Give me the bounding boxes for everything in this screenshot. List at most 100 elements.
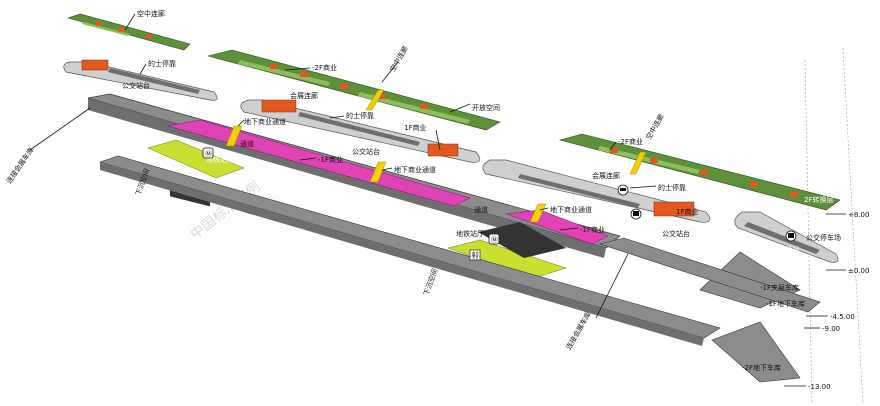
- label-bus-stop: 公交站台: [122, 81, 150, 90]
- bus-icon: [630, 208, 642, 220]
- svg-text:👫: 👫: [471, 251, 480, 260]
- leader: [629, 185, 657, 189]
- label-1f-transfer: 1F转换层: [770, 245, 799, 254]
- red-building: [261, 99, 297, 113]
- metro-block-east: [478, 222, 566, 258]
- label-metro-hall: 地铁站厅: [206, 155, 234, 164]
- label-passage: 通道: [240, 139, 254, 148]
- red-building: [340, 84, 348, 89]
- red-building: [700, 170, 708, 175]
- transfer-pad-east: [482, 159, 711, 223]
- label-1f-commerce: 1F商业: [404, 123, 426, 132]
- red-building: [118, 28, 124, 32]
- label-open-space: 开放空间: [472, 103, 500, 112]
- leader: [139, 63, 147, 75]
- label-2f-commerce: -2F商业: [312, 63, 337, 72]
- red-building: [750, 182, 758, 187]
- elevation-label: -4.5.00: [830, 313, 855, 321]
- green-roof-east-accent: [598, 146, 700, 174]
- red-building: [378, 94, 386, 99]
- red-building: [650, 158, 658, 163]
- red-building: [300, 72, 308, 77]
- elevation-label: ±0.00: [848, 267, 869, 275]
- bus-icon: [785, 230, 797, 242]
- elevation-label: -9.00: [822, 325, 840, 333]
- leader: [381, 167, 393, 171]
- label-sunken-space: 下沉空间: [421, 267, 439, 296]
- label-b1-parking-2: -1F地下车库: [766, 299, 805, 308]
- garage-level: [98, 155, 821, 383]
- label-2f-transfer: 2F转换层: [804, 195, 833, 204]
- red-building: [653, 201, 695, 217]
- garage-link-arrow: [595, 253, 629, 319]
- restroom-icon: 👫: [469, 249, 481, 261]
- red-building: [96, 22, 102, 26]
- label-taxi: 的士停靠: [346, 111, 374, 120]
- garage-b2: [598, 237, 821, 313]
- transfer-pad-west: [63, 61, 218, 101]
- label-b1-commerce: -1F商业: [580, 225, 605, 234]
- label-underground-commerce: 地下商业通道: [244, 117, 286, 126]
- elevation-label: +8.00: [848, 211, 869, 219]
- label-1f-commerce: 1F商业: [676, 207, 698, 216]
- metro-icon: Ⓜ: [202, 147, 214, 159]
- metro-icon: Ⓜ: [488, 233, 500, 245]
- leader: [124, 13, 136, 31]
- green-roof-strip-accent: [82, 22, 130, 36]
- garage-link-arrow: [29, 107, 91, 151]
- red-building: [610, 148, 618, 153]
- reference-line: [842, 47, 864, 405]
- leader: [539, 207, 549, 211]
- red-building: [420, 104, 428, 109]
- label-exhibition-corridor: 会展连廊: [290, 91, 318, 100]
- label-b1-commerce: -1F商业: [318, 155, 343, 164]
- red-building: [790, 192, 798, 197]
- garage-b1-side: [100, 162, 704, 346]
- yellow-connector: [529, 203, 547, 223]
- sky-corridor-bridge: [629, 151, 647, 175]
- yellow-connector: [225, 125, 243, 147]
- label-bus-stop: 公交站台: [662, 229, 690, 238]
- label-sky-corridor: 空中连廊: [137, 9, 165, 18]
- red-building: [81, 59, 109, 71]
- red-building: [146, 34, 152, 38]
- metro-hall-west: [147, 139, 245, 179]
- sky-corridor-bridge: [365, 89, 385, 111]
- svg-text:Ⓜ: Ⓜ: [205, 150, 212, 158]
- label-bus-parking: 公交停车场: [806, 233, 841, 242]
- leader: [329, 115, 345, 119]
- leader: [449, 103, 471, 113]
- label-b1-parking: -1F夹层车库: [760, 283, 799, 292]
- yellow-connector: [369, 161, 387, 183]
- label-sky-corridor: 空中连廊: [388, 44, 410, 73]
- label-garage-link: 连接会展车库: [4, 146, 35, 186]
- red-building: [427, 143, 459, 157]
- elevation-label: -13.00: [808, 383, 831, 391]
- label-sky-corridor: 空中连廊: [644, 112, 666, 141]
- label-b2-parking: -2F地下车库: [742, 363, 781, 372]
- red-building: [270, 64, 278, 69]
- green-roof-main-accent: [358, 92, 470, 124]
- label-underground-commerce: 地下商业通道: [550, 205, 592, 214]
- commerce-passage-magenta: [167, 119, 471, 207]
- sky-corridor-level: [66, 13, 841, 211]
- svg-text:Ⓜ: Ⓜ: [491, 236, 498, 244]
- label-bus-stop: 公交站台: [352, 147, 380, 156]
- label-exhibition-corridor: 会展连廊: [592, 171, 620, 180]
- leader: [299, 157, 317, 161]
- label-garage-link: 连接会展车库: [564, 310, 593, 351]
- leader: [609, 141, 617, 151]
- leader: [381, 61, 399, 83]
- reference-line: [804, 59, 813, 405]
- taxi-lane: [108, 68, 200, 94]
- label-2f-commerce: -2F商业: [618, 137, 643, 146]
- label-metro-hall: 地铁站厅: [456, 229, 484, 238]
- garage-b2-ramp: [711, 321, 801, 383]
- label-underground-commerce: 地下商业通道: [394, 165, 436, 174]
- taxi-lane: [298, 112, 420, 146]
- leader: [435, 129, 441, 151]
- leader: [284, 67, 311, 71]
- bus-parking-bays: [744, 222, 820, 254]
- taxi-icon: [617, 184, 629, 196]
